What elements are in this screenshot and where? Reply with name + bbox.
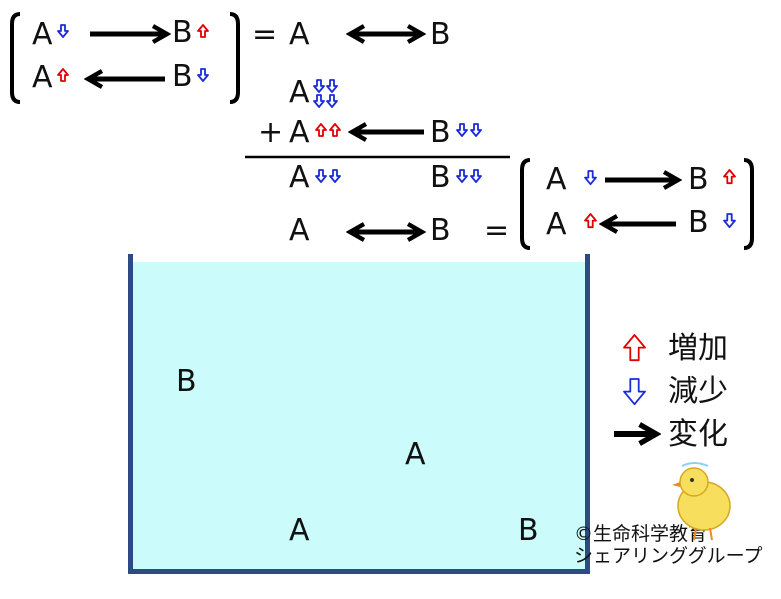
decrease-arrow-icon bbox=[57, 24, 69, 38]
credit-line1: ©生命科学教育 bbox=[574, 523, 708, 545]
bracket1-row1-a: A bbox=[32, 17, 53, 52]
increase-arrow-icon bbox=[197, 24, 209, 38]
tank-letter-a-middle: A bbox=[405, 437, 426, 472]
decrease-arrow-icon bbox=[584, 170, 597, 186]
decrease-arrow-icon bbox=[723, 213, 736, 229]
decrease-arrow-icon bbox=[313, 79, 325, 93]
stack-plus-sign: + bbox=[258, 115, 284, 150]
bracket2-row1-a: A bbox=[546, 162, 567, 197]
decrease-arrow-icon bbox=[197, 68, 209, 82]
top-equilibrium-b: B bbox=[430, 17, 451, 52]
legend-change-label: 変化 bbox=[668, 417, 728, 452]
left-bracket-open bbox=[10, 12, 21, 104]
bracket2-row2-a: A bbox=[546, 207, 567, 242]
top-equals-sign: = bbox=[252, 17, 278, 52]
stack-row1-a: A bbox=[289, 75, 310, 110]
bracket1-row2-b: B bbox=[172, 59, 193, 94]
stack-result-a: A bbox=[289, 160, 310, 195]
decrease-arrow-icon bbox=[470, 123, 482, 137]
tank-bottom bbox=[128, 569, 590, 574]
tank-left-wall bbox=[128, 254, 133, 574]
increase-arrow-icon bbox=[57, 68, 69, 82]
bracket1-row2-a: A bbox=[32, 60, 53, 95]
tank-letter-a-lower: A bbox=[289, 513, 310, 548]
bracket2-row2-b: B bbox=[688, 205, 709, 240]
decrease-arrow-icon bbox=[456, 169, 468, 183]
tank-letter-b-lower: B bbox=[518, 513, 539, 548]
bracket1-row1-b: B bbox=[172, 15, 193, 50]
bottom-equilibrium-a: A bbox=[289, 213, 310, 248]
stack-row2-a: A bbox=[289, 115, 310, 150]
chick-doodle bbox=[672, 462, 731, 541]
decrease-arrow-icon bbox=[329, 169, 341, 183]
increase-arrow-icon bbox=[723, 169, 736, 185]
stack-result-b: B bbox=[430, 160, 451, 195]
credit-line2: シェアリンググループ bbox=[574, 545, 763, 567]
increase-arrow-icon bbox=[329, 123, 341, 137]
increase-arrow-icon bbox=[315, 123, 327, 137]
decrease-arrow-icon bbox=[315, 169, 327, 183]
right-bracket-open bbox=[520, 158, 531, 250]
tank-water bbox=[131, 262, 587, 570]
top-equilibrium-a: A bbox=[289, 17, 310, 52]
legend-decrease-label: 減少 bbox=[668, 374, 728, 409]
decrease-arrow-icon bbox=[470, 169, 482, 183]
increase-arrow-icon bbox=[584, 213, 597, 229]
bottom-equilibrium-b: B bbox=[430, 213, 451, 248]
decrease-arrow-icon bbox=[326, 94, 338, 108]
tank-right-wall bbox=[585, 254, 590, 574]
bracket2-row1-b: B bbox=[688, 162, 709, 197]
decrease-arrow-icon bbox=[326, 79, 338, 93]
legend-decrease-arrow-icon bbox=[623, 378, 646, 406]
decrease-arrow-icon bbox=[456, 123, 468, 137]
right-bracket-close bbox=[743, 158, 754, 250]
left-bracket-close bbox=[229, 12, 240, 104]
stack-row2-b: B bbox=[430, 115, 451, 150]
tank-letter-b-upper: B bbox=[176, 364, 197, 399]
legend-increase-arrow-icon bbox=[623, 334, 646, 362]
decrease-arrow-icon bbox=[313, 94, 325, 108]
legend-increase-label: 増加 bbox=[668, 331, 728, 366]
bottom-equals-sign: = bbox=[484, 213, 510, 248]
